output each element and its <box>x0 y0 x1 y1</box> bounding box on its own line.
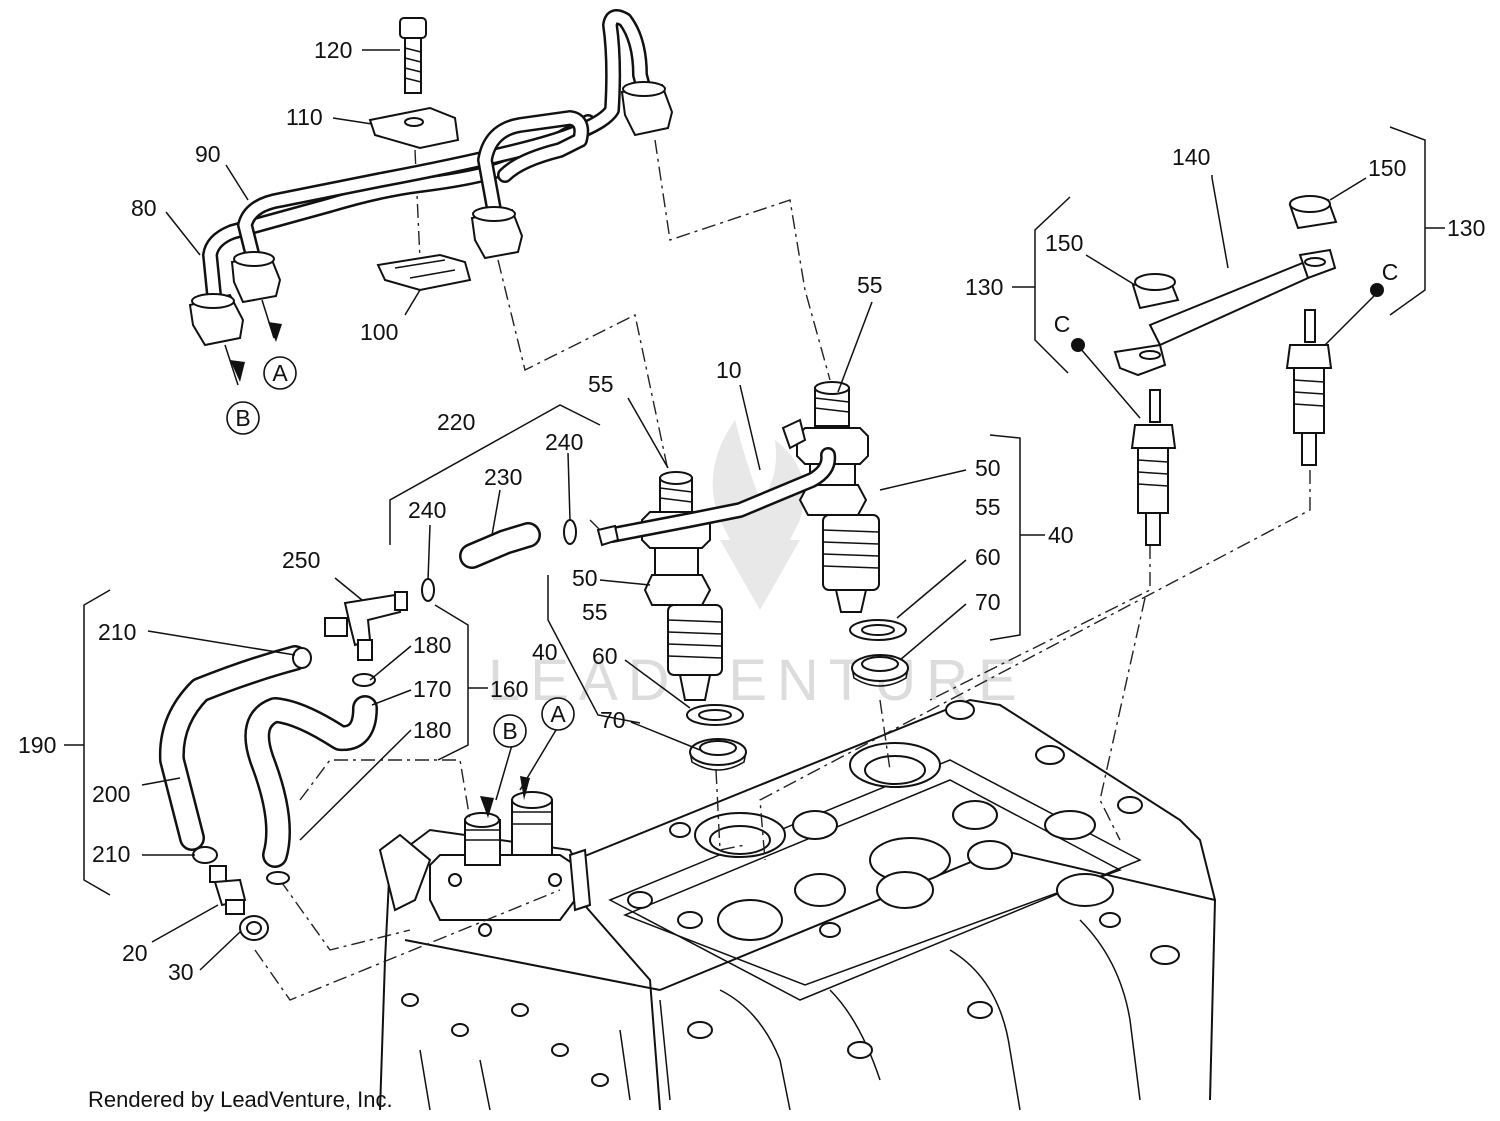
lead-nut-150-right <box>1288 195 1338 230</box>
leak-off-pipe-10 <box>596 447 837 547</box>
callout-240-lower: 240 <box>408 497 446 523</box>
washer-30 <box>239 915 269 941</box>
reference-dot-c-right <box>1370 283 1384 297</box>
callout-220: 220 <box>437 409 475 435</box>
callout-100: 100 <box>360 319 398 345</box>
pipe-nut-a <box>230 251 282 304</box>
callout-180-upper: 180 <box>413 632 451 658</box>
reference-letter: B <box>235 405 250 431</box>
reference-circle-b-top: B <box>226 401 260 435</box>
reference-letter: A <box>272 360 288 386</box>
hose-170 <box>244 695 378 868</box>
callout-55-left-top: 55 <box>588 371 614 397</box>
callout-55-right: 55 <box>975 494 1001 520</box>
callout-250: 250 <box>282 547 320 573</box>
callout-40-right: 40 <box>1048 522 1074 548</box>
reference-arrows <box>230 322 530 818</box>
callout-60-left: 60 <box>592 643 618 669</box>
washers-60-70-left <box>686 704 747 771</box>
group-brackets <box>64 126 1445 896</box>
callout-130-right: 130 <box>1447 215 1485 241</box>
fuel-hose-230 <box>459 522 541 569</box>
glow-plug-right <box>1285 309 1333 466</box>
glow-plug-left <box>1130 389 1177 546</box>
pipe-nut-b <box>188 293 245 347</box>
callout-20: 20 <box>122 940 148 966</box>
callout-70-right: 70 <box>975 589 1001 615</box>
watermark-text: LEADVENTURE <box>488 648 1027 713</box>
callout-210-lower: 210 <box>92 841 130 867</box>
callout-10: 10 <box>716 357 742 383</box>
callout-180-lower: 180 <box>413 717 451 743</box>
callout-55-right-top: 55 <box>857 272 883 298</box>
callout-150-left: 150 <box>1045 230 1083 256</box>
washers-60-70-right <box>849 619 909 687</box>
pipe-clamp-upper-110 <box>368 106 460 150</box>
reference-letter-c-left: C <box>1054 311 1071 337</box>
callout-30: 30 <box>168 959 194 985</box>
callout-210-upper: 210 <box>98 619 136 645</box>
reference-letter: A <box>550 701 566 727</box>
pipe-nut-top <box>620 81 674 137</box>
callout-55-left: 55 <box>582 599 608 625</box>
callout-170: 170 <box>413 676 451 702</box>
reference-letter: B <box>502 718 517 744</box>
callout-110: 110 <box>286 104 323 130</box>
pipe-nut-middle <box>470 206 524 260</box>
callout-60-right: 60 <box>975 544 1001 570</box>
callout-160: 160 <box>490 676 528 702</box>
pipe-clamp-lower-100 <box>376 253 472 292</box>
reference-letter-c-right: C <box>1382 259 1399 285</box>
callout-140: 140 <box>1172 144 1210 170</box>
callout-90: 90 <box>195 141 221 167</box>
footer-credit: Rendered by LeadVenture, Inc. <box>88 1087 393 1112</box>
cylinder-head-assembly <box>378 698 1217 1111</box>
callout-80: 80 <box>131 195 157 221</box>
lead-nut-150-left <box>1131 273 1180 310</box>
joint-250 <box>324 591 408 661</box>
callout-50-left: 50 <box>572 565 598 591</box>
callout-130-left: 130 <box>965 274 1003 300</box>
callout-230: 230 <box>484 464 522 490</box>
clamp-bolt-120 <box>399 17 427 94</box>
reference-circle-a-bottom: A <box>541 697 575 731</box>
assembly-guide-lines <box>254 139 1311 1001</box>
reference-circle-a-top: A <box>263 356 297 390</box>
callout-120: 120 <box>314 37 352 63</box>
fitting-20 <box>209 865 247 915</box>
callout-40-left: 40 <box>532 639 558 665</box>
reference-circle-b-bottom: B <box>493 714 527 748</box>
injection-pipe-90 <box>237 9 656 273</box>
reference-dot-c-left <box>1071 338 1085 352</box>
callout-labels: 120 110 90 80 100 220 240 230 240 250 21… <box>18 37 1485 985</box>
callout-150-right: 150 <box>1368 155 1406 181</box>
callout-190: 190 <box>18 732 56 758</box>
glow-plug-lead-plate-140 <box>1113 248 1337 377</box>
callout-70-left: 70 <box>600 707 626 733</box>
callout-240-upper: 240 <box>545 429 583 455</box>
hose-200 <box>158 645 308 851</box>
callout-50-right: 50 <box>975 455 1001 481</box>
leader-lines <box>141 49 1381 971</box>
callout-200: 200 <box>92 781 130 807</box>
